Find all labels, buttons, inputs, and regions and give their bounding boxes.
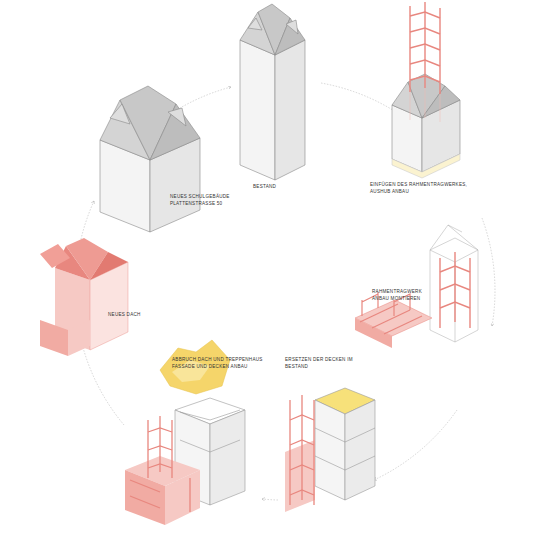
step-caption: BESTAND <box>253 184 313 191</box>
step-caption: ABBRUCH DACH UND TREPPENHAUS FASSADE UND… <box>172 357 272 370</box>
step-caption: ERSETZEN DER DECKEN IM BESTAND <box>285 357 355 370</box>
step-caption: NEUES DACH <box>108 312 168 319</box>
step-caption: EINFÜGEN DES RAHMENTRAGWERKES, AUSHUB AN… <box>370 182 478 195</box>
step-caption: RAHMENTRAGWERK ANBAU MONTIEREN <box>372 289 430 302</box>
step-caption: NEUES SCHULGEBÄUDE PLATTENSTRASSE 50 <box>170 194 234 207</box>
